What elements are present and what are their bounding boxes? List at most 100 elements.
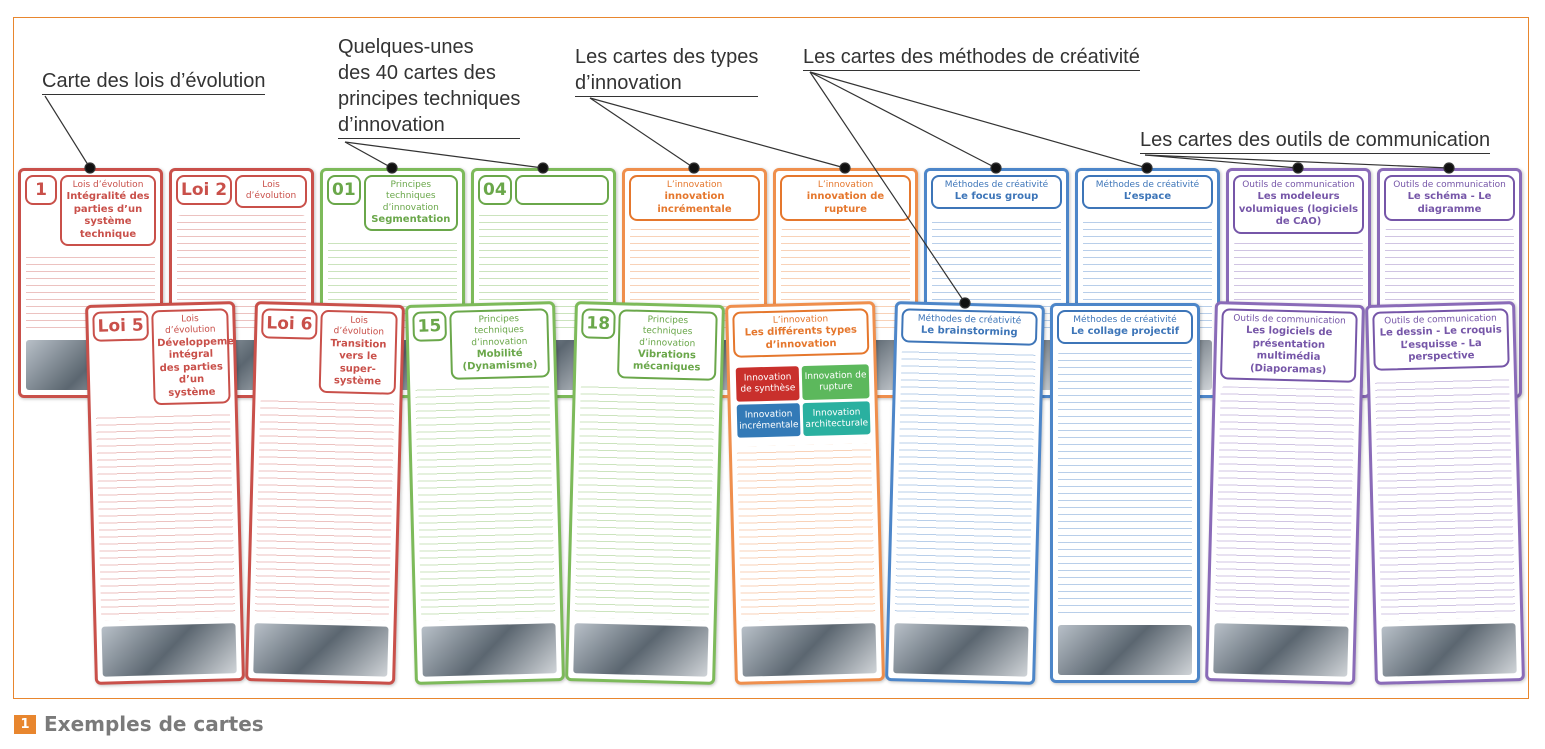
- card-category: Principes techniques d’innovation: [382, 180, 439, 213]
- label-line: Les cartes des types: [575, 46, 759, 68]
- card-title-box: [514, 175, 609, 205]
- card-category: Principes techniques d’innovation: [639, 315, 696, 349]
- card-image: [1381, 623, 1517, 677]
- card-image: [1058, 625, 1192, 675]
- innovation-block: Innovation architecturale: [802, 401, 871, 437]
- caption-text: Exemples de cartes: [44, 712, 264, 736]
- card-title: Les logiciels de présentation multimédia…: [1245, 325, 1333, 376]
- card-text: [415, 384, 556, 621]
- card-title: Le dessin - Le croquis L’esquisse - La p…: [1379, 324, 1502, 364]
- card-category: Méthodes de créativité: [1095, 180, 1200, 190]
- label-line: Quelques-unes: [338, 36, 474, 58]
- card-image: [253, 623, 389, 677]
- card-category: L’innovation: [817, 180, 874, 190]
- card-number: Loi 5: [92, 310, 150, 342]
- caption-number: 1: [14, 714, 36, 734]
- innovation-block: Innovation incrémentale: [736, 402, 801, 439]
- card-number: 1: [25, 175, 57, 205]
- card-category: Lois d’évolution: [245, 180, 297, 202]
- innovation-block: Innovation de rupture: [801, 364, 870, 400]
- label-outils: Les cartes des outils de communication: [1140, 127, 1491, 154]
- card-title: Transition vers le super-système: [330, 337, 387, 388]
- card-category: Lois d’évolution: [72, 180, 144, 190]
- card-title: innovation de rupture: [806, 191, 885, 215]
- card-category: L’innovation: [772, 314, 829, 326]
- card-category: Méthodes de créativité: [1073, 315, 1177, 325]
- card-title: Le collage projectif: [1070, 326, 1180, 338]
- card-title: L’espace: [1123, 191, 1172, 203]
- card-text: [1058, 350, 1192, 619]
- card-title: Mobilité (Dynamisme): [462, 347, 538, 373]
- card-title: Le focus group: [954, 191, 1039, 203]
- card-category: Outils de communication: [1393, 180, 1506, 190]
- label-line: d’innovation: [575, 70, 759, 97]
- card-title: Les modeleurs volumiques (logiciels de C…: [1238, 191, 1359, 228]
- card-category: Lois d’évolution: [333, 315, 385, 338]
- label-lois: Carte des lois d’évolution: [42, 68, 266, 95]
- card-category: Outils de communication: [1242, 180, 1355, 190]
- card-header: 04: [474, 171, 613, 209]
- label-line: des 40 cartes des: [338, 62, 496, 84]
- card-image: [741, 623, 877, 677]
- card-title: Le brainstorming: [920, 325, 1018, 339]
- card-number: 15: [412, 310, 447, 342]
- figure-caption: 1 Exemples de cartes: [14, 712, 264, 736]
- card-text: [1214, 386, 1355, 621]
- card-image: [893, 623, 1029, 677]
- card-image: [101, 623, 237, 677]
- label-types: Les cartes des types d’innovation: [575, 44, 759, 97]
- card-category: Méthodes de créativité: [944, 180, 1049, 190]
- label-methodes: Les cartes des méthodes de créativité: [803, 44, 1140, 71]
- card-image: [573, 623, 709, 677]
- card-number: 04: [478, 175, 512, 205]
- card-title: Intégralité des parties d’un système tec…: [66, 191, 150, 240]
- card-text: [254, 397, 395, 621]
- card-text: [1374, 374, 1516, 621]
- card-title: Les différents types d’innovation: [744, 324, 858, 351]
- card-category: Lois d’évolution: [164, 314, 216, 337]
- card-number: 01: [327, 175, 361, 205]
- card-title: Vibrations mécaniques: [632, 348, 701, 374]
- card-title: Segmentation: [371, 213, 451, 225]
- card-image: [1213, 623, 1349, 677]
- card-title: Développement intégral des parties d’un …: [157, 335, 245, 399]
- card-number: 18: [581, 308, 616, 340]
- label-line: d’innovation: [338, 112, 521, 139]
